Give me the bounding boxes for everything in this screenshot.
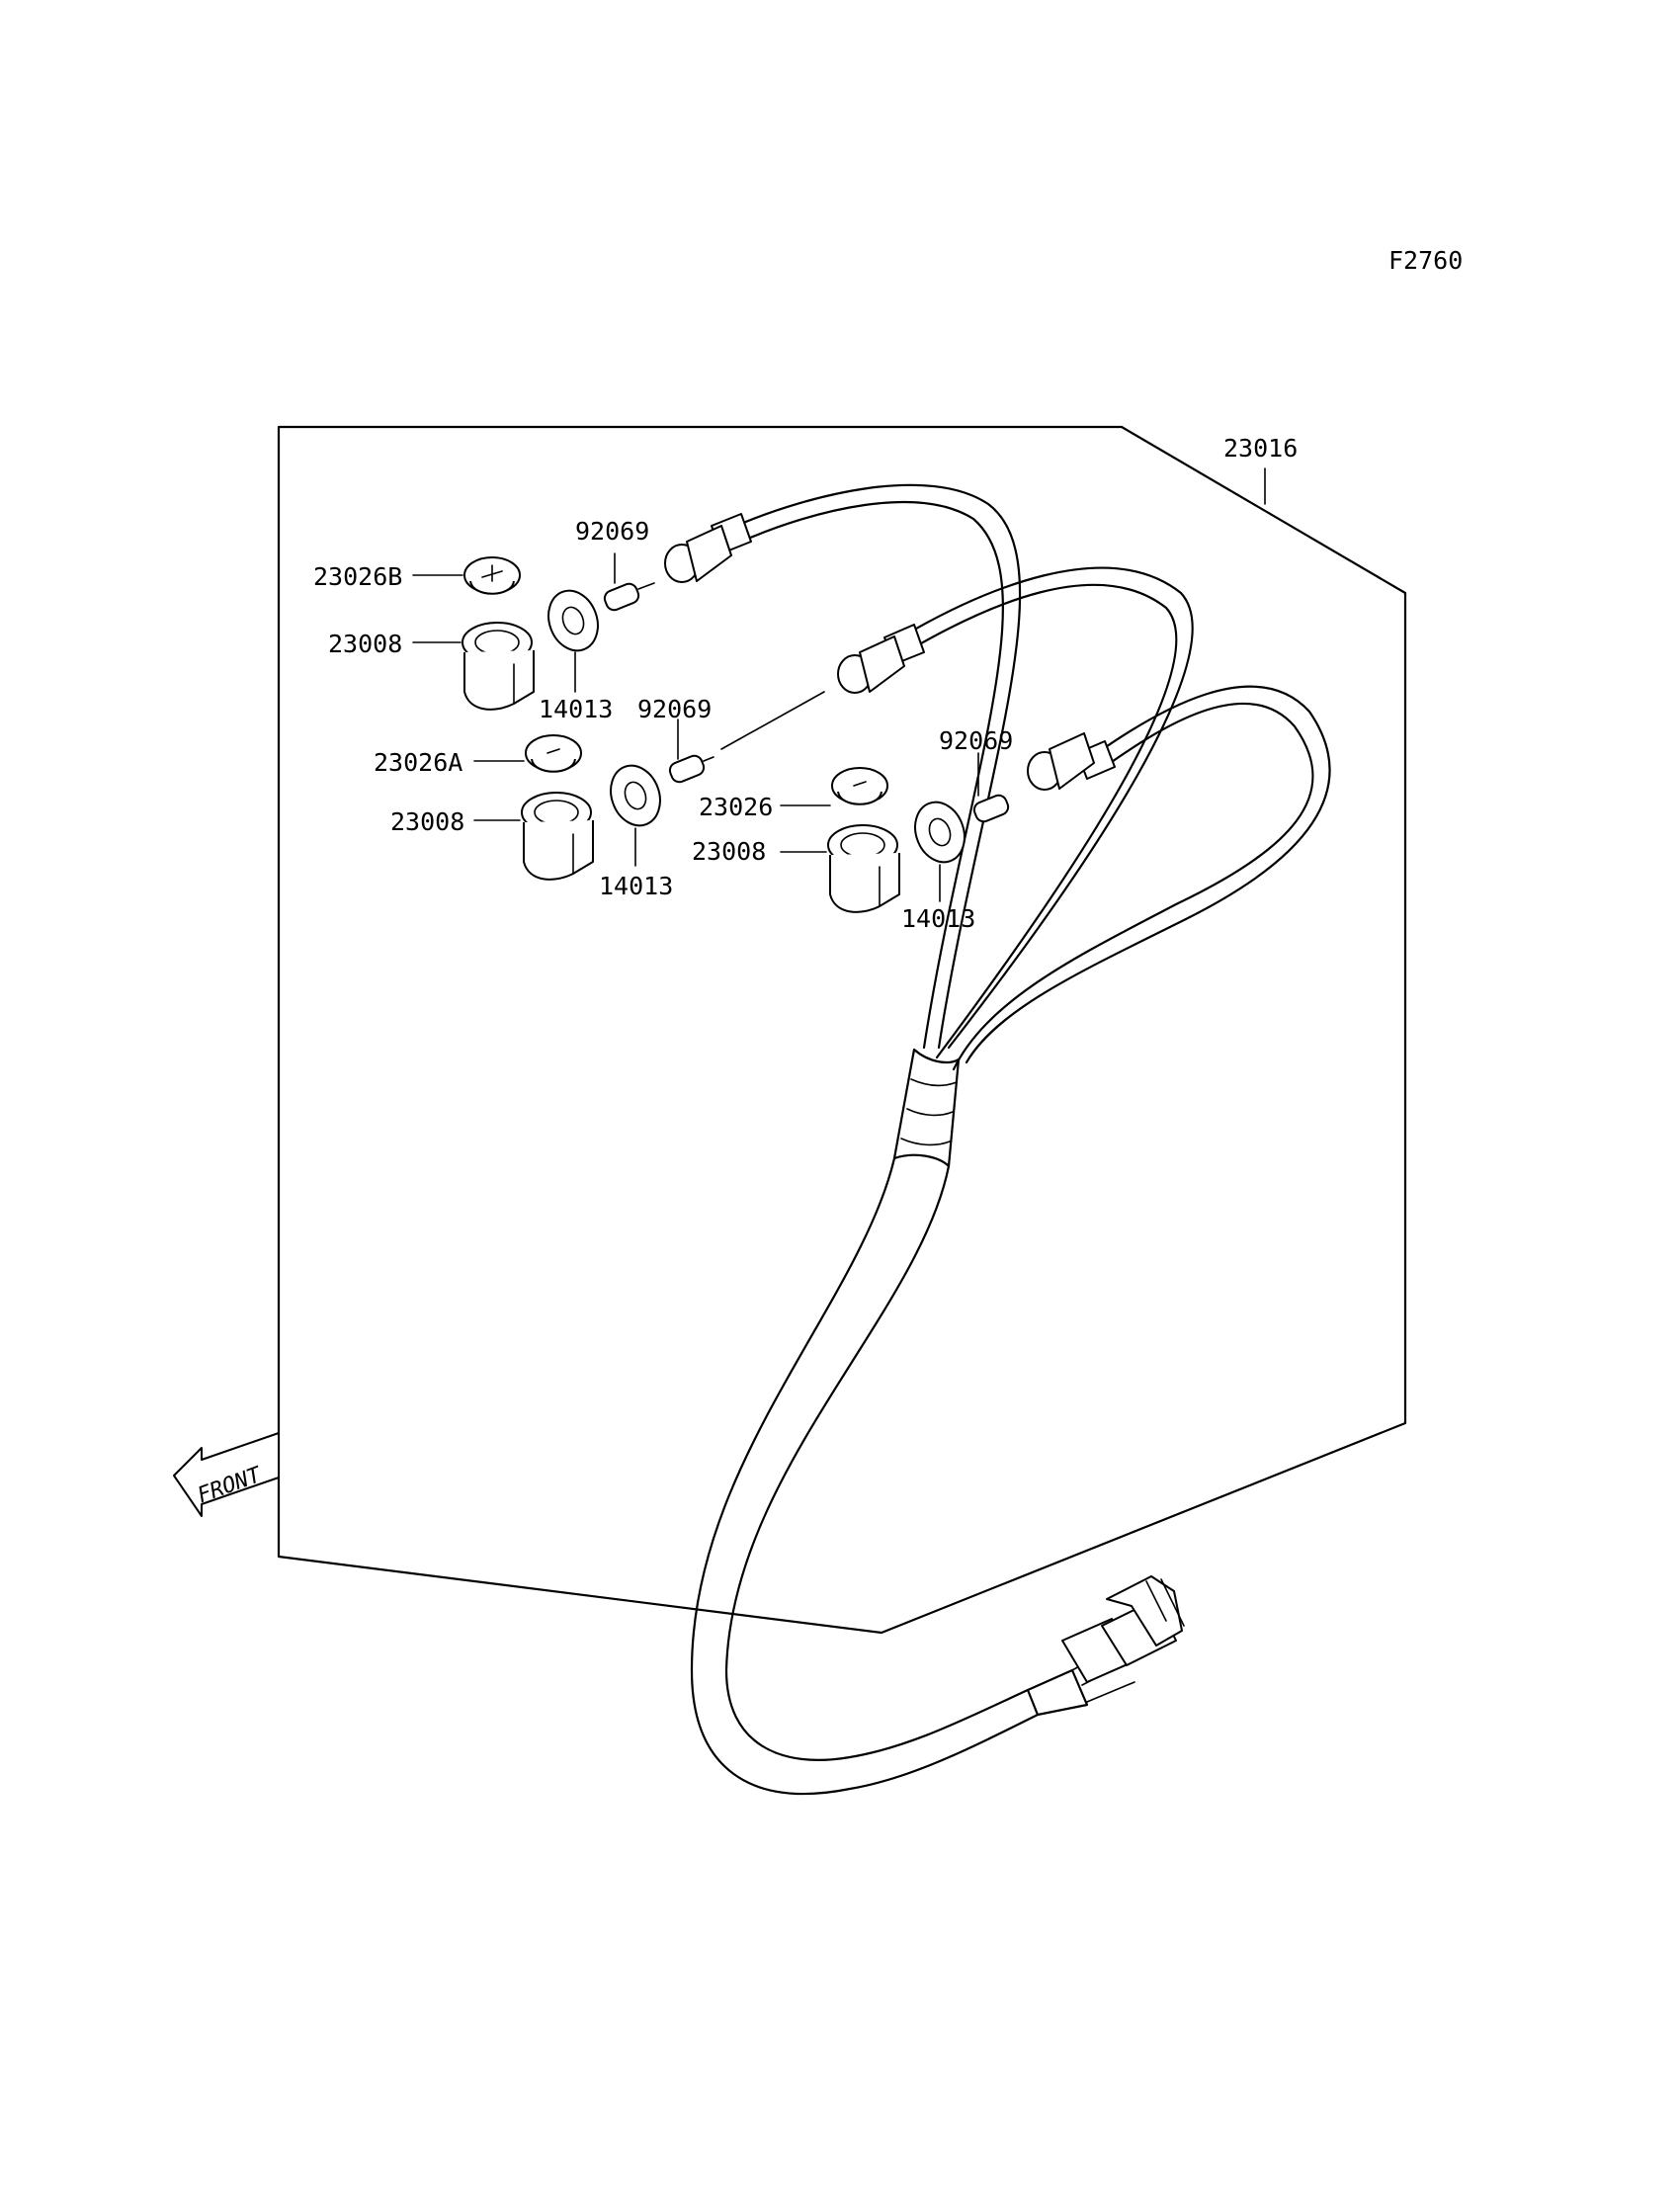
callout-washer-right: 14013 (901, 904, 975, 933)
cap-23026a (525, 734, 582, 773)
wire-harness (690, 483, 1331, 1796)
bulb-middle-alignment-line (720, 691, 825, 750)
washer-14013-left (547, 589, 599, 652)
callout-socket-left: 23008 (328, 630, 402, 658)
washer-14013-middle (610, 764, 661, 827)
callout-socket-mid: 23008 (390, 807, 464, 836)
bulb-right (972, 794, 1010, 823)
callout-bulb-right: 92069 (939, 726, 1013, 755)
socket-23008-left (462, 622, 535, 711)
callout-cap-right: 23026 (699, 793, 773, 821)
washer-14013-right (914, 801, 966, 864)
cap-23026b (463, 556, 521, 595)
assembly-box-outline (277, 425, 1407, 1635)
bulb-middle (668, 754, 714, 784)
callout-washer-left: 14013 (539, 695, 613, 723)
callout-harness: 23016 (1223, 434, 1298, 463)
socket-23008-right (827, 824, 900, 913)
callout-socket-right: 23008 (692, 837, 766, 866)
leader-lines (412, 552, 979, 902)
bulb-socket-connector-top (664, 513, 752, 583)
callout-washer-mid: 14013 (599, 872, 673, 900)
bulb-socket-connector-right (1027, 732, 1116, 791)
callout-bulb-mid: 92069 (637, 695, 712, 723)
callout-cap-a: 23026A (374, 748, 462, 777)
front-direction-arrow: FRONT (173, 1432, 280, 1517)
callout-cap-b: 23026B (313, 562, 402, 591)
cap-23026 (831, 767, 888, 805)
bulb-socket-connector-middle (837, 624, 925, 694)
figure-code: F2760 (1388, 246, 1463, 275)
socket-23008-middle (521, 792, 594, 881)
bulb-top (603, 582, 655, 612)
callout-bulb-top: 92069 (575, 517, 649, 546)
